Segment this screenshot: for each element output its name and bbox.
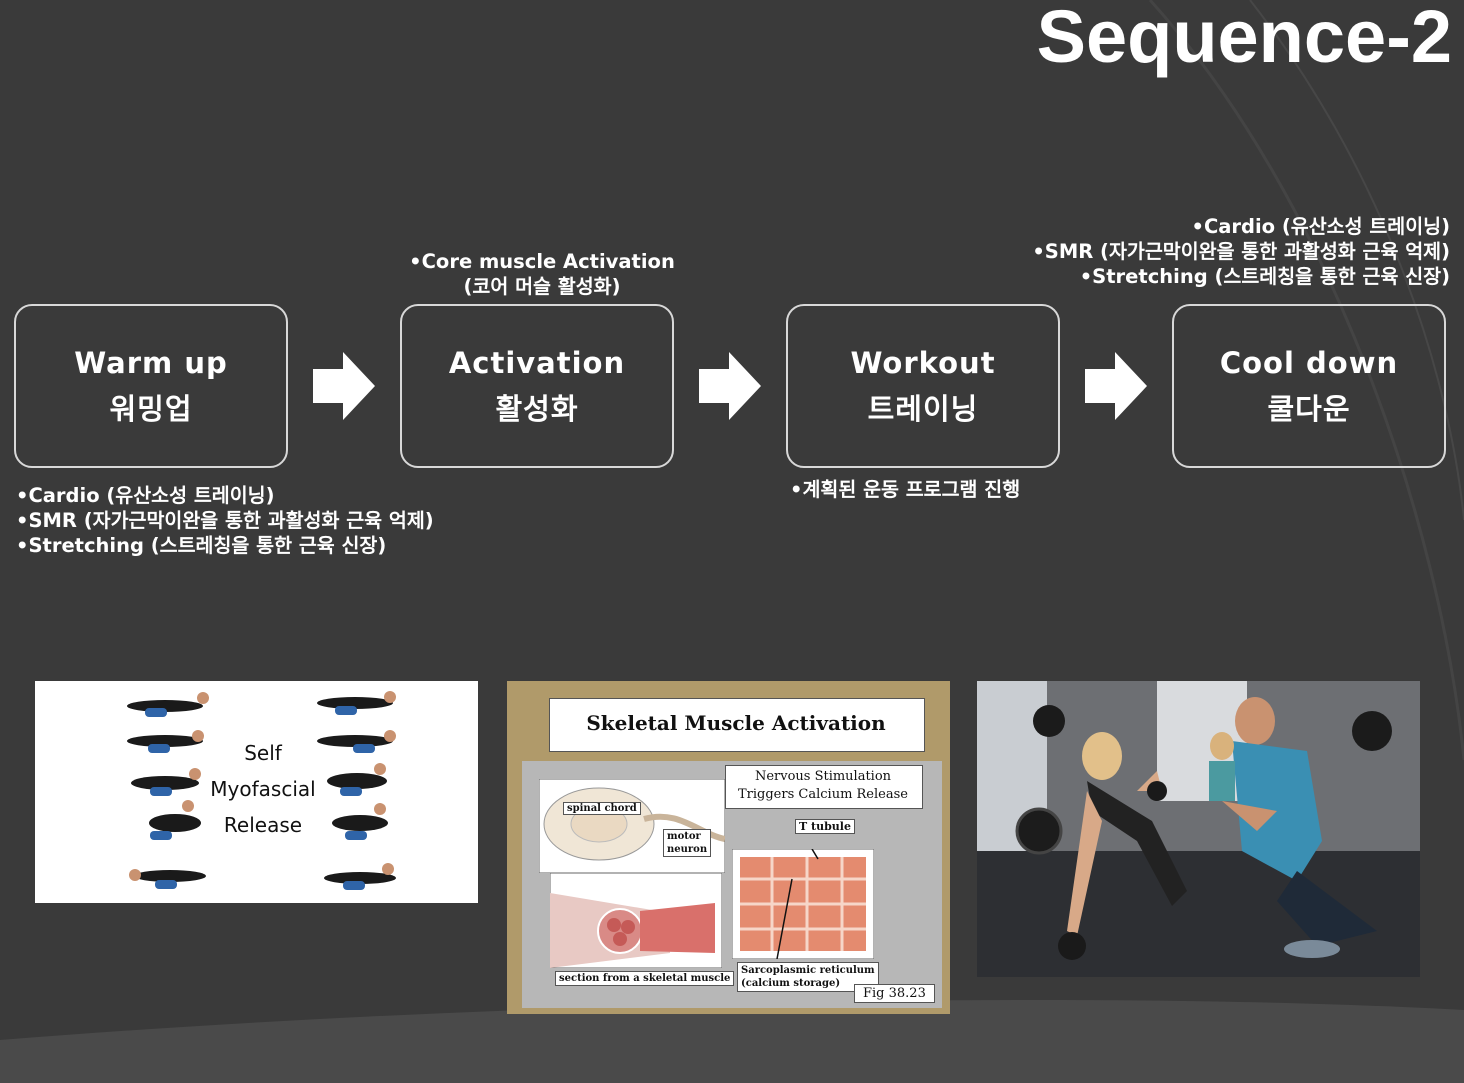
activation-note-line: (코어 머슬 활성화) bbox=[463, 275, 621, 298]
warmup-note-line: •Cardio (유산소성 트레이닝) bbox=[16, 484, 275, 507]
right-arrow-icon bbox=[1085, 352, 1147, 420]
stage-korean: 워밍업 bbox=[109, 392, 193, 426]
stage-name: Workout bbox=[850, 346, 996, 380]
diagram-heading: Skeletal Muscle Activation bbox=[586, 711, 886, 735]
motor-label-line: motor bbox=[667, 831, 701, 842]
stage-name: Cool down bbox=[1219, 346, 1399, 380]
activation-notes: •Core muscle Activation (코어 머슬 활성화) bbox=[406, 249, 678, 299]
right-arrow-icon bbox=[313, 352, 375, 420]
figure-number-label: Fig 38.23 bbox=[854, 984, 935, 1003]
warmup-notes: •Cardio (유산소성 트레이닝) •SMR (자가근막이완을 통한 과활성… bbox=[16, 483, 434, 558]
stimulation-line: Triggers Calcium Release bbox=[738, 787, 908, 802]
workout-note-line: •계획된 운동 프로그램 진행 bbox=[790, 478, 1021, 501]
cooldown-note-line: •Stretching (스트레칭을 통한 근육 신장) bbox=[1079, 265, 1450, 288]
sarco-label-line: Sarcoplasmic reticulum bbox=[741, 965, 875, 976]
stage-korean: 활성화 bbox=[495, 392, 579, 426]
sarcoplasmic-label: Sarcoplasmic reticulum (calcium storage) bbox=[737, 962, 879, 992]
foam-roller-figures bbox=[127, 691, 396, 890]
gym-training-scene bbox=[977, 681, 1420, 977]
smr-word: Myofascial bbox=[210, 777, 316, 801]
smr-word: Self bbox=[244, 741, 282, 765]
stage-workout: Workout 트레이닝 bbox=[786, 304, 1060, 468]
stage-korean: 쿨다운 bbox=[1267, 392, 1351, 426]
cooldown-note-line: •SMR (자가근막이완을 통한 과활성화 근육 억제) bbox=[1032, 240, 1450, 263]
smr-image: Self Myofascial Release bbox=[35, 681, 478, 903]
sarco-label-line: (calcium storage) bbox=[741, 978, 841, 989]
stage-cooldown: Cool down 쿨다운 bbox=[1172, 304, 1446, 468]
stage-name: Warm up bbox=[74, 346, 228, 380]
t-tubule-label: T tubule bbox=[795, 819, 855, 834]
section-label: section from a skeletal muscle bbox=[555, 971, 735, 986]
motor-label-line: neuron bbox=[667, 844, 708, 855]
cooldown-note-line: •Cardio (유산소성 트레이닝) bbox=[1191, 215, 1450, 238]
smr-word: Release bbox=[223, 813, 303, 837]
right-arrow-icon bbox=[699, 352, 761, 420]
page-title: Sequence-2 bbox=[1036, 0, 1452, 78]
stage-name: Activation bbox=[448, 346, 626, 380]
muscle-diagram-image: Skeletal Muscle Activation spinal chord … bbox=[507, 681, 950, 1014]
spinal-chord-illustration bbox=[539, 779, 725, 873]
workout-notes: •계획된 운동 프로그램 진행 bbox=[790, 477, 1020, 502]
spinal-chord-label: spinal chord bbox=[563, 802, 641, 815]
stage-activation: Activation 활성화 bbox=[400, 304, 674, 468]
activation-note-line: •Core muscle Activation bbox=[409, 250, 675, 273]
stage-korean: 트레이닝 bbox=[867, 392, 979, 426]
gym-photo bbox=[977, 681, 1420, 977]
stage-warmup: Warm up 워밍업 bbox=[14, 304, 288, 468]
warmup-note-line: •Stretching (스트레칭을 통한 근육 신장) bbox=[16, 534, 387, 557]
warmup-note-line: •SMR (자가근막이완을 통한 과활성화 근육 억제) bbox=[16, 509, 434, 532]
diagram-heading-box bbox=[549, 698, 925, 752]
muscle-section-illustration bbox=[550, 873, 722, 968]
cooldown-notes: •Cardio (유산소성 트레이닝) •SMR (자가근막이완을 통한 과활성… bbox=[1032, 214, 1450, 289]
sarcomere-illustration bbox=[732, 849, 874, 959]
stimulation-line: Nervous Stimulation bbox=[754, 769, 892, 784]
stimulation-box bbox=[725, 765, 923, 809]
motor-neuron-label: motor neuron bbox=[663, 829, 712, 857]
